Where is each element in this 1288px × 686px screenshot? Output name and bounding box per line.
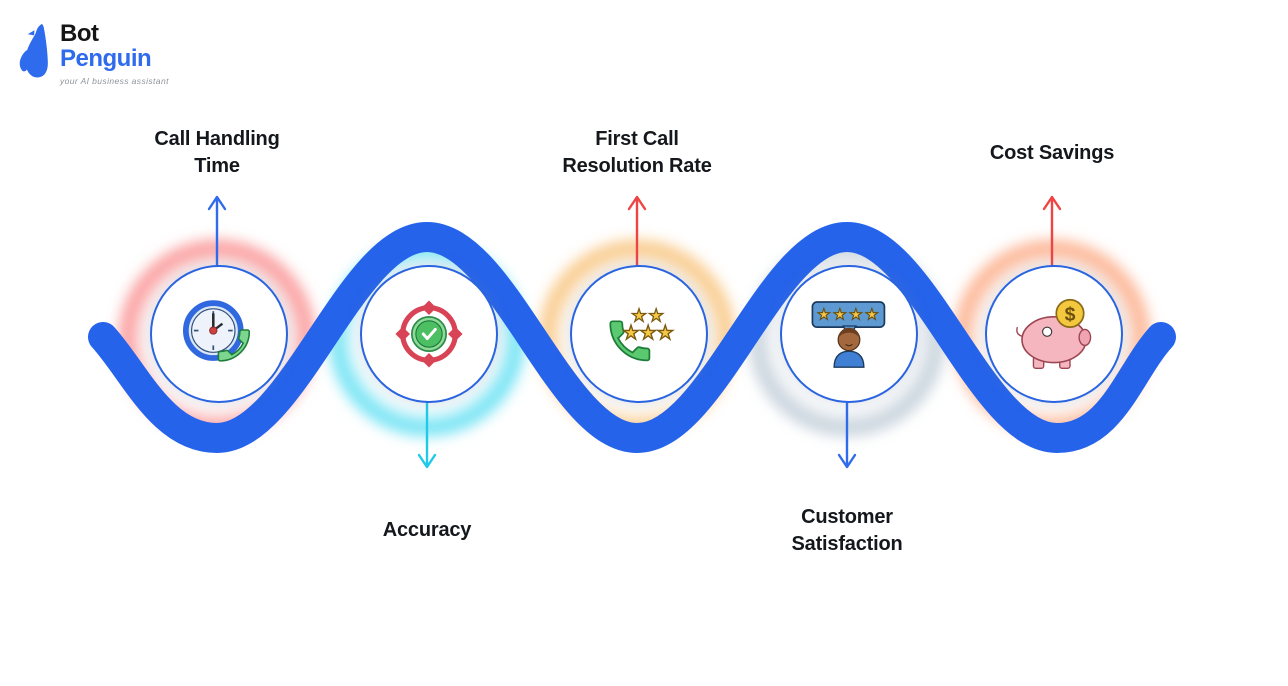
node-label: First Call Resolution Rate	[562, 128, 712, 177]
up-arrow	[627, 195, 647, 267]
node-label: Call Handling Time	[154, 128, 280, 177]
penguin-icon	[19, 23, 48, 78]
review-person-icon	[811, 301, 886, 368]
logo-tagline: your AI business assistant	[60, 76, 169, 86]
logo-word-penguin: Penguin	[60, 45, 152, 72]
phone-stars-icon	[609, 294, 679, 362]
clock-phone-icon	[183, 300, 251, 362]
target-check-icon	[395, 300, 463, 368]
logo-word-bot: Bot	[60, 20, 99, 47]
node-circle: $	[985, 265, 1123, 403]
node-circle	[570, 265, 708, 403]
node-circle	[780, 265, 918, 403]
node-circle	[150, 265, 288, 403]
node-label: Cost Savings	[989, 142, 1115, 164]
botpenguin-logo: Bot Penguin your AI business assistant	[14, 22, 169, 86]
down-arrow	[837, 399, 857, 469]
piggy-bank-icon: $	[1016, 298, 1092, 369]
up-arrow	[1042, 195, 1062, 267]
node-label: Customer Satisfaction	[791, 506, 903, 555]
svg-text:$: $	[1065, 303, 1076, 325]
up-arrow	[207, 195, 227, 267]
node-circle	[360, 265, 498, 403]
node-label: Accuracy	[382, 519, 472, 541]
down-arrow	[417, 399, 437, 469]
